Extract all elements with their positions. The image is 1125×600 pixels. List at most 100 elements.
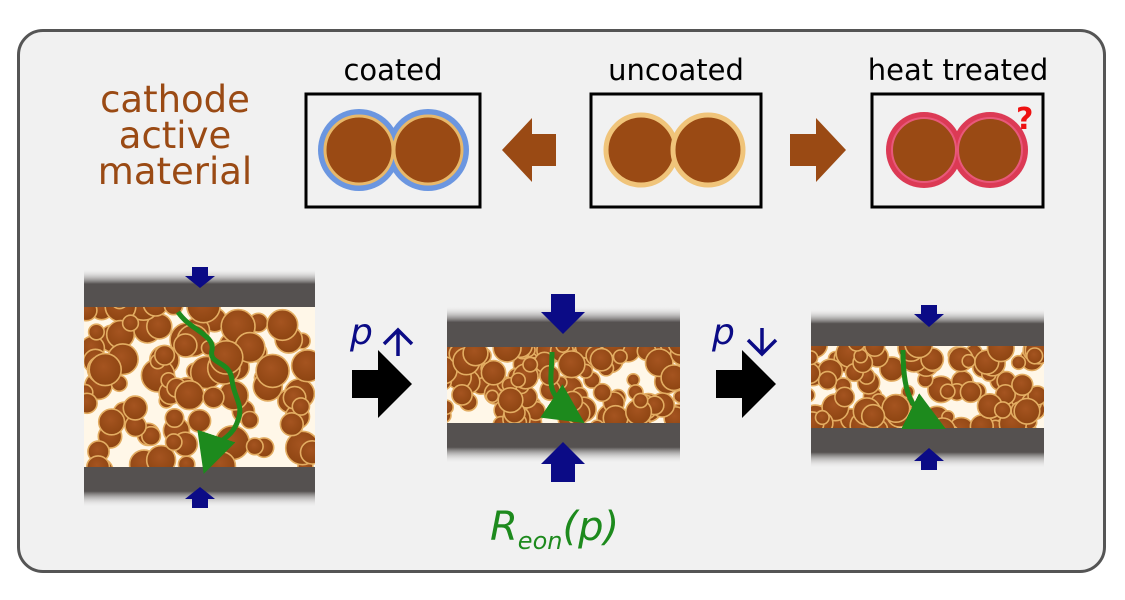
coated-box — [304, 92, 482, 209]
press-arrow-icon — [914, 305, 944, 327]
packed-particle — [173, 333, 198, 358]
packed-particle — [85, 455, 111, 467]
packed-particle — [480, 359, 507, 386]
packed-particle — [834, 386, 856, 408]
coated-title: coated — [343, 53, 443, 87]
packed-particle — [208, 339, 244, 375]
packed-particle — [142, 307, 169, 317]
pressure-decrease-label: p — [712, 312, 735, 353]
press-arrow-icon — [541, 294, 585, 334]
resistance-label: Reon(p) — [490, 504, 619, 555]
packed-particle — [492, 347, 522, 363]
right-arrow-icon — [790, 118, 846, 182]
current-path — [175, 310, 243, 474]
packed-particle — [485, 389, 500, 404]
packed-particle — [632, 392, 649, 409]
cell-released — [811, 308, 1044, 469]
material-label: cathode active material — [80, 81, 270, 193]
packed-particle — [993, 401, 1012, 419]
packed-particle — [279, 412, 304, 437]
packed-particle — [612, 349, 628, 365]
packed-particle — [186, 307, 221, 324]
left-arrow-icon — [502, 118, 556, 182]
heat-treated-box — [870, 92, 1045, 209]
packed-particle — [154, 344, 176, 366]
packed-particle — [510, 372, 527, 388]
packed-particle — [961, 353, 976, 369]
resistance-arg: (p) — [562, 504, 620, 550]
right-arrow-icon — [716, 350, 776, 418]
packed-particle — [290, 349, 315, 383]
packed-particle — [84, 307, 98, 322]
packed-particle — [1013, 397, 1041, 425]
packed-particle — [668, 347, 680, 356]
down-arrow-icon — [746, 328, 778, 357]
packed-particle — [555, 347, 571, 353]
pressure-increase-label: p — [350, 312, 373, 353]
packed-particle — [141, 425, 162, 447]
current-path — [900, 349, 946, 429]
packed-particle — [860, 403, 886, 428]
packed-particle — [174, 380, 205, 411]
packed-particle — [266, 308, 299, 342]
packed-particle — [590, 419, 604, 423]
particle — [957, 117, 1023, 183]
packed-particle — [814, 409, 830, 426]
packed-particle — [88, 352, 122, 387]
press-arrow-icon — [185, 267, 215, 288]
uncoated-title: uncoated — [608, 53, 744, 87]
material-label-line3: material — [97, 150, 253, 193]
packed-particle — [522, 356, 539, 373]
packed-particle — [164, 433, 183, 452]
packed-particle — [1010, 354, 1027, 371]
packed-particle — [462, 347, 489, 367]
packed-particle — [84, 392, 98, 415]
packed-particle — [1025, 347, 1044, 365]
packed-particle — [291, 397, 311, 416]
right-arrow-icon — [352, 350, 412, 418]
packed-particle — [299, 440, 315, 465]
packed-particle — [589, 347, 614, 372]
packed-particle — [817, 370, 838, 391]
packed-particle — [881, 393, 911, 424]
packed-particle — [164, 407, 185, 428]
up-arrow-icon — [382, 327, 414, 356]
packed-particle — [145, 444, 177, 467]
packed-particle — [447, 399, 454, 416]
packed-particle — [673, 389, 680, 404]
packed-particle — [187, 408, 212, 433]
heat-treated-title: heat treated — [867, 53, 1049, 87]
particle — [603, 112, 679, 188]
packed-particle — [121, 314, 140, 332]
packed-particle — [1011, 373, 1034, 396]
packed-particle — [497, 387, 524, 414]
press-arrow-icon — [541, 442, 585, 482]
resistance-main: R — [490, 504, 518, 550]
particle — [891, 117, 957, 183]
material-label-line2: active — [118, 114, 232, 157]
packed-particle — [959, 380, 982, 404]
cell-uncompressed — [84, 268, 315, 508]
question-mark: ? — [1016, 102, 1034, 137]
packed-particle — [660, 364, 680, 392]
packed-particle — [811, 362, 821, 385]
particle — [670, 112, 746, 188]
packed-particle — [592, 382, 612, 403]
packed-particle — [202, 386, 225, 409]
packed-particle — [986, 346, 1015, 363]
uncoated-box — [589, 92, 763, 209]
resistance-sub: eon — [517, 527, 563, 555]
particle — [392, 114, 464, 186]
packed-particle — [904, 346, 934, 359]
packed-particle — [255, 353, 290, 389]
press-arrow-icon — [914, 448, 944, 470]
current-path — [540, 351, 585, 424]
packed-particle — [848, 346, 866, 352]
packed-particle — [626, 372, 641, 387]
press-arrow-icon — [185, 487, 215, 508]
packed-particle — [240, 410, 259, 430]
packed-particle — [113, 307, 126, 310]
packed-particle — [811, 388, 816, 402]
